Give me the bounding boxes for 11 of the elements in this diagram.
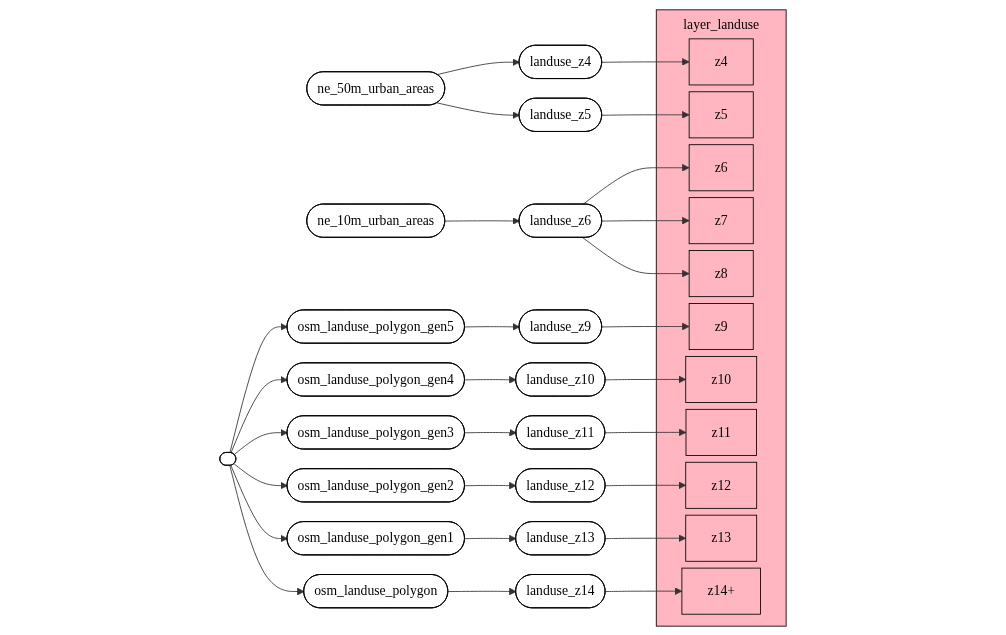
node-box: z7 <box>688 196 754 244</box>
node-box: z8 <box>688 249 754 297</box>
node-box: z14+ <box>681 567 761 615</box>
node-box: z12 <box>685 461 758 509</box>
node-box: z4 <box>688 37 754 85</box>
node-box: z6 <box>688 143 754 191</box>
node-box: z11 <box>685 408 757 456</box>
node-box: z10 <box>685 355 758 403</box>
node-box: z5 <box>688 90 754 138</box>
node-box: z13 <box>685 514 758 562</box>
node-box: z9 <box>688 302 754 350</box>
